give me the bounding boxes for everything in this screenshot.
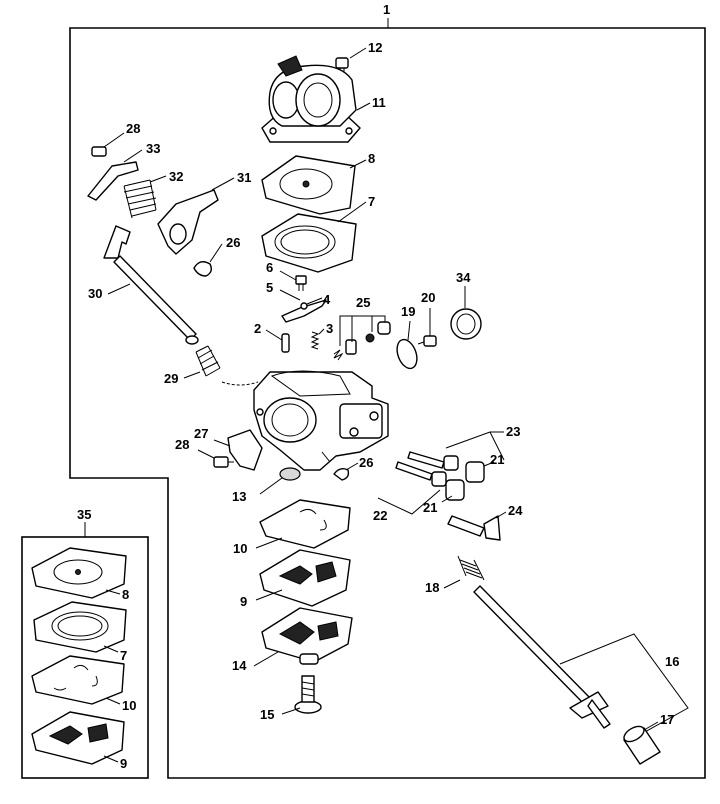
sleeve-17	[623, 725, 661, 765]
part-label-27[interactable]: 27	[194, 426, 208, 441]
spring-32	[123, 179, 157, 219]
part-label-4[interactable]: 4	[323, 292, 331, 307]
part-label-13[interactable]: 13	[232, 489, 246, 504]
part-label-15[interactable]: 15	[260, 707, 274, 722]
part-label-1[interactable]: 1	[383, 2, 390, 17]
kit-label-9[interactable]: 9	[120, 756, 127, 771]
part-label-9[interactable]: 9	[240, 594, 247, 609]
part-label-11[interactable]: 11	[372, 95, 386, 110]
part-label-33[interactable]: 33	[146, 141, 160, 156]
part-label-14[interactable]: 14	[232, 658, 247, 673]
part-label-26-mid[interactable]: 26	[359, 455, 373, 470]
gasket-10	[259, 499, 351, 549]
part-label-28-top[interactable]: 28	[126, 121, 140, 136]
part-label-6[interactable]: 6	[266, 260, 273, 275]
throttle-shaft-30	[103, 225, 199, 345]
carburetor-body	[253, 370, 389, 471]
part-label-17[interactable]: 17	[660, 712, 674, 727]
ring-34	[450, 308, 482, 340]
kit-gasket-7	[33, 601, 127, 653]
part-label-23[interactable]: 23	[506, 424, 520, 439]
screw-28-top	[91, 146, 107, 157]
kit-diaphragm-9	[31, 711, 125, 765]
lever-33	[87, 161, 139, 201]
clip-26-top	[193, 261, 213, 277]
part-label-25[interactable]: 25	[356, 295, 370, 310]
screw-6	[295, 275, 307, 291]
part-label-5[interactable]: 5	[266, 280, 273, 295]
kit-diaphragm-8	[31, 547, 127, 599]
part-label-21-upper[interactable]: 21	[490, 452, 504, 467]
cap-21-upper	[465, 461, 485, 483]
part-label-28-mid[interactable]: 28	[175, 437, 189, 452]
part-label-16[interactable]: 16	[665, 654, 679, 669]
part-label-24[interactable]: 24	[508, 503, 523, 518]
plate-27	[227, 429, 263, 471]
part-label-20[interactable]: 20	[421, 290, 435, 305]
screw-15	[294, 675, 322, 714]
part-label-12[interactable]: 12	[368, 40, 382, 55]
part-label-29[interactable]: 29	[164, 371, 178, 386]
part-label-22[interactable]: 22	[373, 508, 387, 523]
kit-label-10[interactable]: 10	[122, 698, 136, 713]
cover-11	[261, 55, 361, 143]
pin-2	[281, 333, 290, 353]
lever-31	[157, 189, 219, 255]
disc-19	[396, 338, 418, 370]
spring-29	[195, 345, 221, 377]
part-label-2[interactable]: 2	[254, 321, 261, 336]
cover-14	[261, 607, 353, 665]
part-label-32[interactable]: 32	[169, 169, 183, 184]
part-label-10[interactable]: 10	[233, 541, 247, 556]
gasket-7	[261, 213, 357, 273]
part-label-7[interactable]: 7	[368, 194, 375, 209]
inlet-needle-lever-4	[281, 299, 327, 323]
part-label-8[interactable]: 8	[368, 151, 375, 166]
part-label-26-top[interactable]: 26	[226, 235, 240, 250]
cap-21-lower	[445, 479, 465, 501]
part-label-35[interactable]: 35	[77, 507, 91, 522]
screw-20	[417, 335, 437, 347]
part-label-18[interactable]: 18	[425, 580, 439, 595]
part-label-30[interactable]: 30	[88, 286, 102, 301]
kit-gasket-10	[31, 655, 125, 705]
spring-3	[310, 331, 320, 350]
part-label-21-lower[interactable]: 21	[423, 500, 437, 515]
clip-26-mid	[333, 467, 350, 481]
needle-23	[407, 451, 459, 471]
screw-28-mid	[213, 456, 234, 468]
valve-set-25	[333, 321, 391, 361]
screw-12	[335, 57, 349, 76]
part-label-34[interactable]: 34	[456, 270, 471, 285]
spring-18	[457, 555, 485, 581]
part-label-19[interactable]: 19	[401, 304, 415, 319]
kit-label-7[interactable]: 7	[120, 648, 127, 663]
adjusting-screw-24	[447, 515, 501, 541]
kit-label-8[interactable]: 8	[122, 587, 129, 602]
assembly-frame	[69, 27, 706, 779]
diaphragm-9	[259, 549, 351, 607]
needle-22	[395, 461, 447, 487]
screen-13	[279, 467, 301, 481]
choke-shaft-16	[473, 585, 611, 729]
diaphragm-8	[261, 155, 356, 215]
part-label-3[interactable]: 3	[326, 321, 333, 336]
part-label-31[interactable]: 31	[237, 170, 251, 185]
